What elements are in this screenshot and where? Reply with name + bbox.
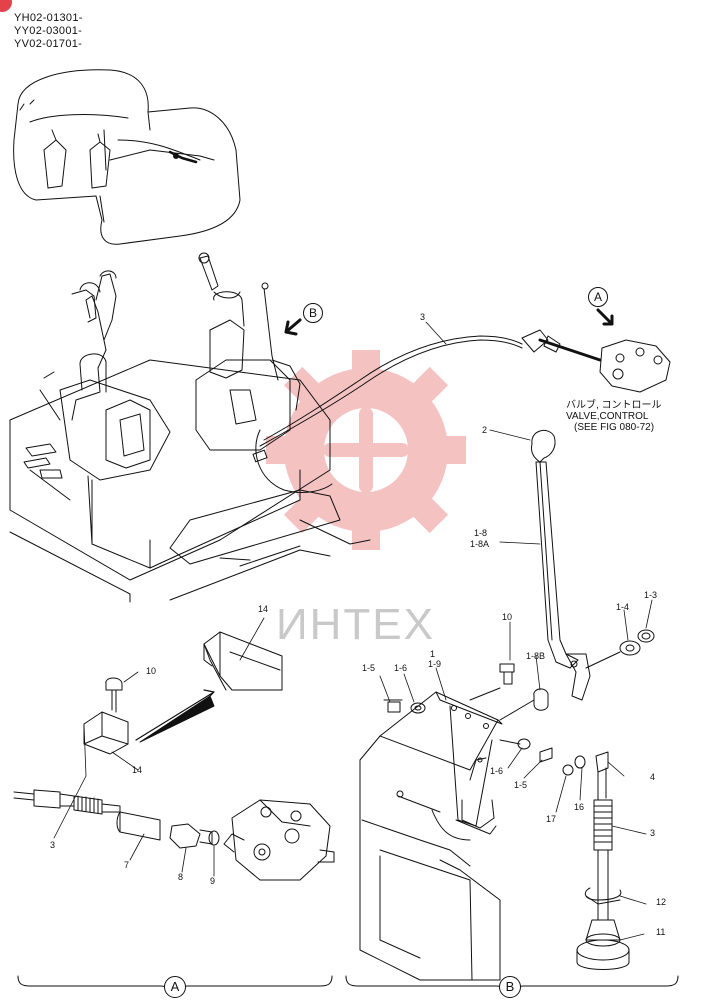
cab-floor-assembly [9, 252, 371, 603]
part-label: 12 [656, 897, 667, 907]
part-label: 11 [656, 927, 666, 937]
bracket-assembly [379, 663, 586, 835]
control-cable [263, 335, 523, 441]
part-label: 14 [132, 765, 143, 775]
part-label: 1-5 [362, 663, 376, 673]
serial-number: YV02-01701- [14, 38, 83, 50]
section-b-label: B [499, 976, 521, 998]
part-label: 1-6 [490, 766, 504, 776]
part-label: 7 [124, 860, 130, 870]
part-label: 1-9 [428, 659, 442, 669]
watermark-gear-icon [266, 350, 466, 550]
view-b-arrow-icon [284, 318, 302, 336]
part-label: 2 [482, 425, 488, 435]
serial-number: YY02-03001- [14, 25, 83, 37]
part-label: 3 [420, 312, 426, 322]
label-leaders [53, 321, 653, 941]
valve-control-note: バルブ, コントロール VALVE,CONTROL (SEE FIG 080-7… [566, 400, 662, 433]
part-label: 1-8B [526, 651, 546, 661]
part-label: 1 [430, 649, 436, 659]
part-label: 3 [650, 828, 656, 838]
part-label: 1-8 [474, 528, 488, 538]
cable-end-assembly [13, 789, 335, 881]
valve-note-jp: バルブ, コントロール [566, 400, 662, 411]
view-a-arrow-icon [596, 308, 614, 326]
section-a-label: A [164, 976, 186, 998]
part-label: 1-8A [470, 539, 490, 549]
part-label: 1-5 [514, 780, 528, 790]
bracket-small-drawing [83, 677, 129, 755]
part-label: 16 [574, 802, 585, 812]
part-label: 3 [50, 840, 56, 850]
watermark-text: ИНТЕХ [276, 600, 435, 649]
valve-note-en: VALVE,CONTROL [566, 411, 649, 422]
part-label: 1-4 [616, 602, 630, 612]
part-label: 4 [650, 772, 656, 782]
part-label: 10 [502, 612, 513, 622]
valve-note-see: (SEE FIG 080-72) [574, 422, 655, 433]
machine-overview-drawing [13, 69, 241, 245]
serial-number: YH02-01301- [14, 12, 83, 24]
corner-badge [0, 0, 12, 12]
lever-assembly [531, 429, 655, 701]
part-label: 14 [258, 604, 269, 614]
cable-and-boot [576, 751, 630, 970]
cab-corner-drawing [359, 735, 501, 981]
bracket-14-drawing [203, 631, 283, 691]
view-a-callout: A [588, 287, 608, 307]
part-label: 1-3 [644, 590, 658, 600]
view-b-callout: B [303, 303, 323, 323]
control-valve-drawing [599, 339, 671, 393]
part-label: 10 [146, 666, 157, 676]
part-label: 1-6 [394, 663, 408, 673]
part-label: 17 [546, 814, 557, 824]
part-label: 9 [210, 876, 216, 886]
part-label: 8 [178, 872, 184, 882]
